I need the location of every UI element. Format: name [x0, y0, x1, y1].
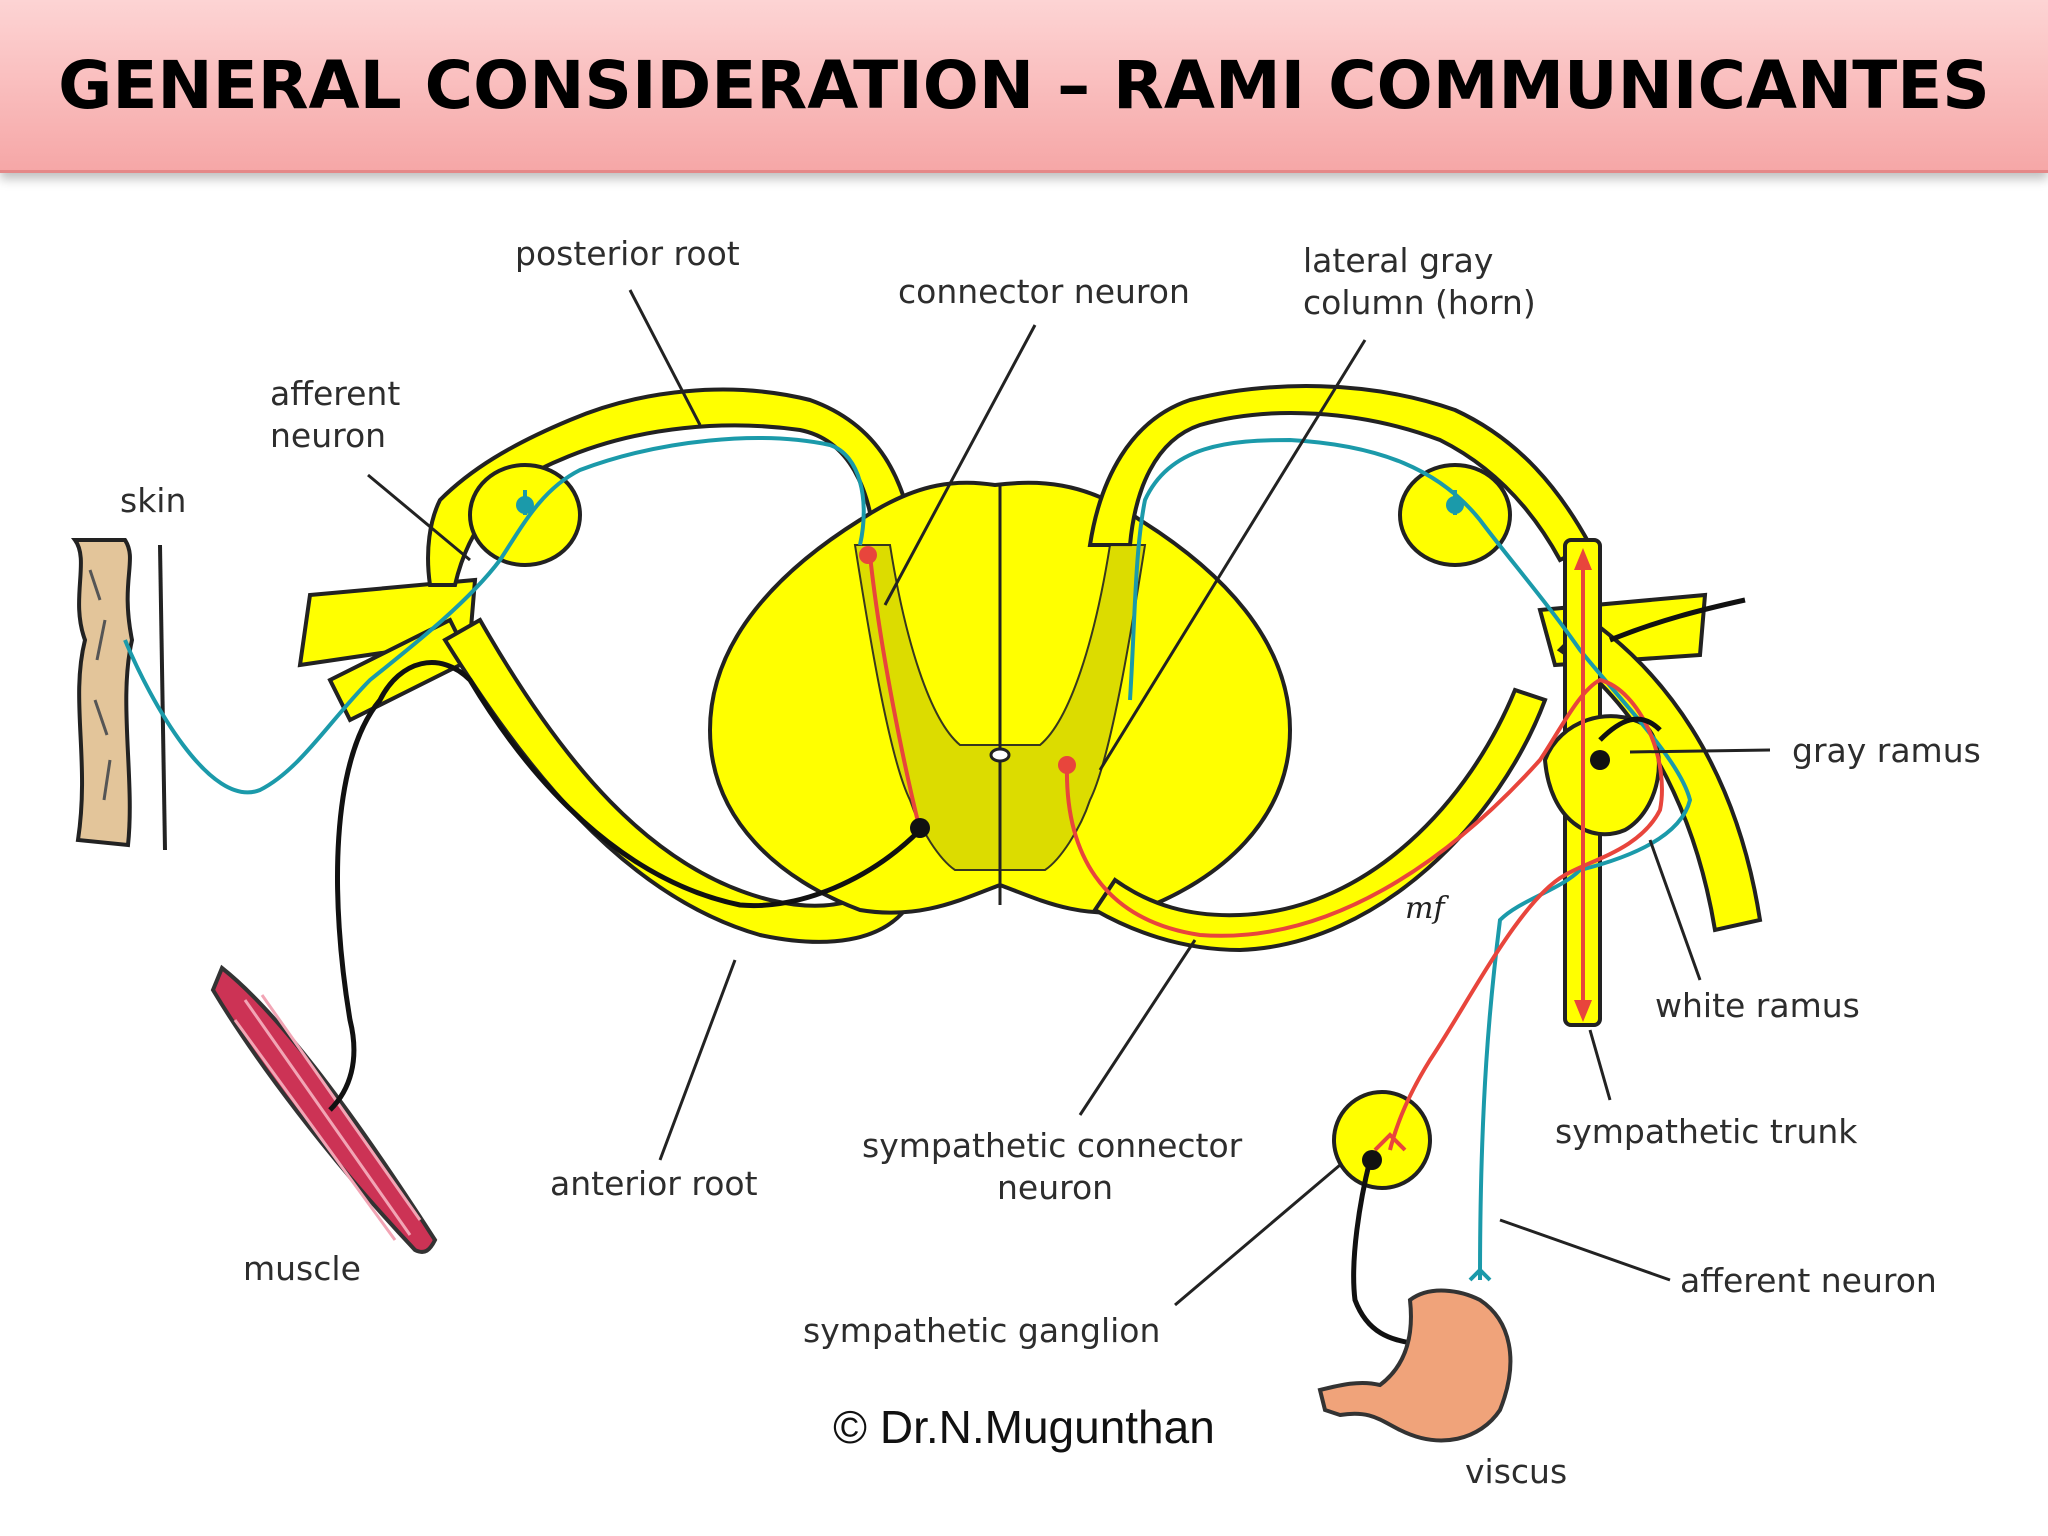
- label-anterior-root: anterior root: [550, 1164, 758, 1203]
- label-lateral-gray-2: column (horn): [1303, 283, 1536, 322]
- artist-signature: mf: [1405, 891, 1449, 926]
- leader-lines: [367, 289, 1771, 1307]
- central-canal: [989, 747, 1011, 763]
- label-viscus: viscus: [1465, 1452, 1567, 1491]
- label-sympathetic-ganglion: sympathetic ganglion: [803, 1311, 1160, 1350]
- label-afferent-neuron-left-2: neuron: [270, 416, 386, 455]
- label-sympathetic-connector-2: neuron: [997, 1168, 1113, 1207]
- label-gray-ramus: gray ramus: [1792, 731, 1981, 770]
- label-afferent-neuron-left-1: afferent: [270, 374, 400, 413]
- copyright-text: © Dr.N.Mugunthan: [833, 1401, 1215, 1453]
- diagram-labels: posterior root connector neuron lateral …: [120, 234, 1981, 1491]
- muscle-illustration: [210, 964, 438, 1254]
- title-banner: GENERAL CONSIDERATION – RAMI COMMUNICANT…: [0, 0, 2048, 173]
- page-title: GENERAL CONSIDERATION – RAMI COMMUNICANT…: [58, 46, 1990, 124]
- label-afferent-neuron-right: afferent neuron: [1680, 1261, 1937, 1300]
- label-lateral-gray-1: lateral gray: [1303, 241, 1493, 280]
- label-skin: skin: [120, 481, 186, 520]
- label-connector-neuron: connector neuron: [898, 272, 1190, 311]
- label-sympathetic-connector-1: sympathetic connector: [862, 1126, 1243, 1165]
- cell-bodies: [516, 496, 1610, 1170]
- label-muscle: muscle: [243, 1249, 361, 1288]
- motor-pathways: [328, 597, 1746, 1348]
- label-sympathetic-trunk: sympathetic trunk: [1555, 1112, 1858, 1151]
- sympathetic-pathways: [868, 548, 1664, 1152]
- label-white-ramus: white ramus: [1655, 986, 1860, 1025]
- skin-illustration: [71, 538, 167, 851]
- viscus-illustration: [1317, 1288, 1513, 1443]
- gray-matter: [853, 544, 1147, 871]
- label-posterior-root: posterior root: [515, 234, 740, 273]
